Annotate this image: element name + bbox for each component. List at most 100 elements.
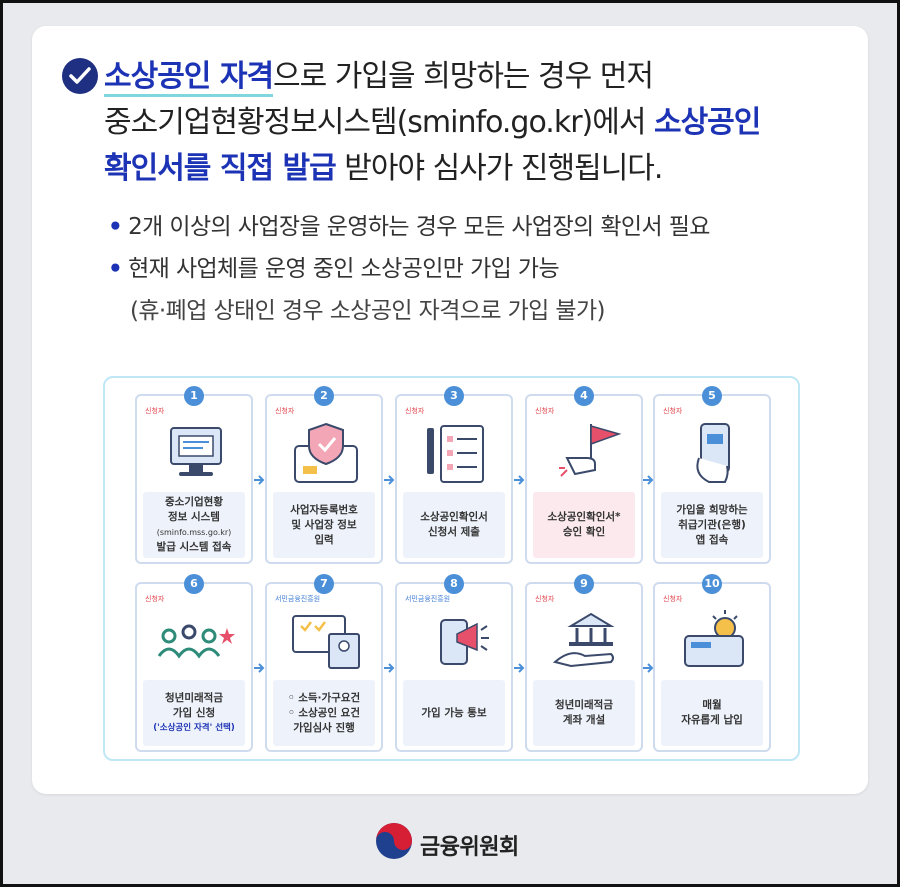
step-card-1: 1 신청자 중소기업현황 정보 시스템 (sminfo.mss.go.kr) 발… <box>135 386 253 564</box>
taegeuk-logo-icon <box>376 823 412 859</box>
step-card-2: 2 신청자 사업자등록번호 및 사업장 정보 입력 <box>265 386 383 564</box>
review-monitor-icon <box>292 615 360 669</box>
step-accent: ('소상공인 자격' 선택) <box>153 722 235 733</box>
step-card-7: 7 서민금융진흥원 ◦ 소득·가구요건 ◦ 소상공인 요건 가입심사 진행 <box>265 574 383 752</box>
bullet-list: •2개 이상의 사업장을 운영하는 경우 모든 사업장의 확인서 필요 •현재 … <box>108 206 848 332</box>
step-label: 가입 가능 통보 <box>403 680 505 746</box>
step-actor: 신청자 <box>405 407 425 415</box>
step-card-8: 8 서민금융진흥원 가입 가능 통보 <box>395 574 513 752</box>
bullet-item: •2개 이상의 사업장을 운영하는 경우 모든 사업장의 확인서 필요 <box>108 206 848 248</box>
step-label: 청년미래적금 계좌 개설 <box>533 680 635 746</box>
headline-highlight-3: 확인서를 직접 발급 <box>104 151 337 186</box>
wallet-coin-icon <box>684 610 744 667</box>
step-line: 정보 시스템 <box>168 511 220 523</box>
step-label: 중소기업현황 정보 시스템 (sminfo.mss.go.kr) 발급 시스템 … <box>143 492 245 558</box>
step-number: 2 <box>314 386 334 406</box>
arrow-right-icon <box>514 475 525 485</box>
headline-text-1: 으로 가입을 희망하는 경우 먼저 <box>273 59 654 94</box>
arrow-right-icon <box>384 475 395 485</box>
step-line: 매월 <box>702 699 722 711</box>
step-card-10: 10 신청자 매월 자유롭게 납입 <box>653 574 771 752</box>
arrow-right-icon <box>254 475 265 485</box>
step-line: 앱 접속 <box>695 533 729 546</box>
step-actor: 신청자 <box>145 595 165 603</box>
step-line: 소상공인확인서* <box>547 511 621 523</box>
step-actor: 서민금융진흥원 <box>275 595 321 603</box>
step-label: ◦ 소득·가구요건 ◦ 소상공인 요건 가입심사 진행 <box>273 680 375 746</box>
step-label: 소상공인확인서* 승인 확인 <box>533 492 635 558</box>
step-number: 4 <box>574 386 594 406</box>
step-line: ◦ 소득·가구요건 <box>287 691 361 704</box>
step-line: 입력 <box>314 533 334 546</box>
arrow-right-icon <box>384 663 395 673</box>
check-icon <box>62 58 98 94</box>
step-line: 승인 확인 <box>562 526 606 538</box>
step-line: 신청서 제출 <box>428 526 480 538</box>
step-label: 가입을 희망하는 취급기관(은행) 앱 접속 <box>661 492 763 558</box>
bullet-text: 현재 사업체를 운영 중인 소상공인만 가입 가능 <box>128 256 560 282</box>
arrow-right-icon <box>514 663 525 673</box>
shield-card-icon <box>294 422 358 483</box>
step-card-6: 6 신청자 청년미래적금 가입 신청 ('소상공인 자격' 선택) <box>135 574 253 752</box>
arrow-right-icon <box>643 475 654 485</box>
bank-hand-icon <box>552 612 615 668</box>
step-line: 취급기관(은행) <box>678 518 746 531</box>
step-label: 매월 자유롭게 납입 <box>661 680 763 746</box>
step-line: 소상공인확인서 <box>420 511 488 523</box>
step-actor: 신청자 <box>535 595 555 603</box>
step-number: 10 <box>702 574 722 594</box>
step-line: 가입심사 진행 <box>293 721 355 734</box>
step-card-5: 5 신청자 가입을 희망하는 취급기관(은행) 앱 접속 <box>653 386 771 564</box>
step-line: 계좌 개설 <box>562 714 606 726</box>
bullet-dot: • <box>108 256 123 282</box>
step-number: 8 <box>444 574 464 594</box>
step-line: 가입 신청 <box>172 706 216 719</box>
megaphone-phone-icon <box>440 619 489 665</box>
step-label: 소상공인확인서 신청서 제출 <box>403 492 505 558</box>
step-actor: 신청자 <box>663 595 683 603</box>
step-actor: 신청자 <box>275 407 295 415</box>
step-number: 9 <box>574 574 594 594</box>
arrow-right-icon <box>643 663 654 673</box>
step-line: 자유롭게 납입 <box>681 714 743 726</box>
organization-name: 금융위원회 <box>420 835 519 860</box>
bullet-item: •현재 사업체를 운영 중인 소상공인만 가입 가능 <box>108 248 848 290</box>
step-line: 청년미래적금 <box>555 699 613 711</box>
step-card-9: 9 신청자 청년미래적금 계좌 개설 <box>525 574 643 752</box>
step-line: 및 사업장 정보 <box>291 518 357 531</box>
step-number: 3 <box>444 386 464 406</box>
headline-highlight-2: 소상공인 <box>653 105 761 140</box>
headline-text-3: 받아야 심사가 진행됩니다. <box>335 151 663 186</box>
smartphone-icon <box>696 423 730 483</box>
step-number: 5 <box>702 386 722 406</box>
computer-icon <box>170 427 222 476</box>
step-number: 1 <box>184 386 204 406</box>
flag-hand-icon <box>559 424 622 477</box>
step-number: 7 <box>314 574 334 594</box>
step-actor: 서민금융진흥원 <box>405 595 451 603</box>
bullet-text: 2개 이상의 사업장을 운영하는 경우 모든 사업장의 확인서 필요 <box>128 214 710 240</box>
step-actor: 신청자 <box>535 407 555 415</box>
headline: 소상공인 자격으로 가입을 희망하는 경우 먼저 중소기업현황정보시스템(smi… <box>104 54 844 192</box>
step-url: (sminfo.mss.go.kr) <box>156 528 232 537</box>
headline-highlight-1: 소상공인 자격 <box>104 59 274 97</box>
headline-text-2: 중소기업현황정보시스템(sminfo.go.kr)에서 <box>104 105 654 140</box>
arrow-right-icon <box>254 663 265 673</box>
bullet-dot: • <box>108 214 123 240</box>
step-line: 가입 가능 통보 <box>421 706 487 719</box>
step-line: 중소기업현황 <box>165 496 223 508</box>
step-card-3: 3 신청자 소상공인확인서 신청서 제출 <box>395 386 513 564</box>
youth-people-icon <box>157 624 235 659</box>
step-line: ◦ 소상공인 요건 <box>288 706 360 719</box>
bullet-note: (휴·폐업 상태인 경우 소상공인 자격으로 가입 불가) <box>130 298 606 324</box>
step-actor: 신청자 <box>663 407 683 415</box>
process-flow: 1 신청자 중소기업현황 정보 시스템 (sminfo.mss.go.kr) 발… <box>103 376 800 761</box>
step-line: 사업자등록번호 <box>290 503 358 516</box>
step-label: 청년미래적금 가입 신청 ('소상공인 자격' 선택) <box>143 680 245 746</box>
step-card-4: 4 신청자 소상공인확인서* 승인 확인 <box>525 386 643 564</box>
checklist-icon <box>427 425 484 483</box>
step-actor: 신청자 <box>145 407 165 415</box>
step-line: 청년미래적금 <box>165 691 223 704</box>
step-line: 발급 시스템 접속 <box>156 541 232 553</box>
step-label: 사업자등록번호 및 사업장 정보 입력 <box>273 492 375 558</box>
